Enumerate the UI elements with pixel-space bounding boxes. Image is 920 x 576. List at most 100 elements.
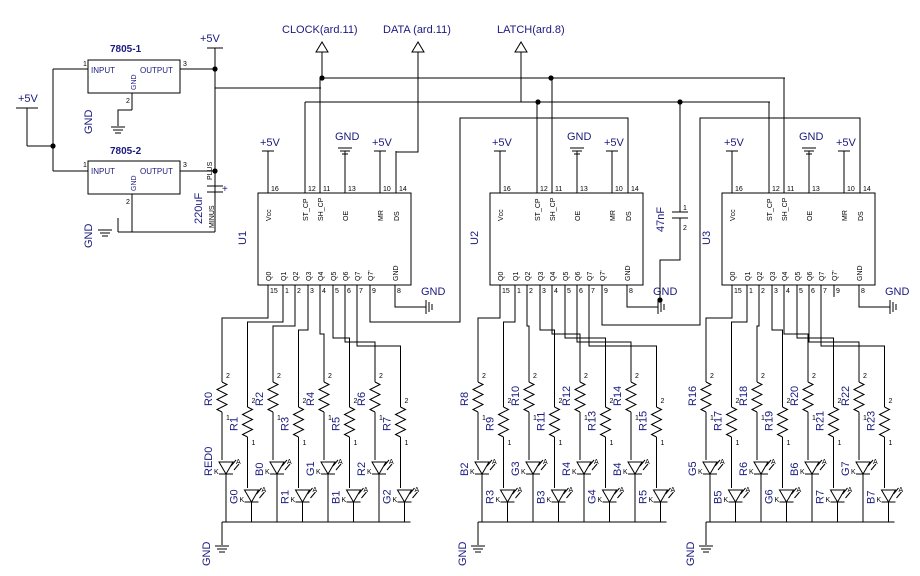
ic-u3-pin-num: 5	[799, 288, 803, 295]
ic-u1-pin-label: Q7'	[368, 270, 375, 281]
ic-u3-pin-label: Vcc	[730, 209, 737, 221]
ic-u2-vcc-label: +5V	[492, 137, 513, 149]
bank-1-resistor-r5	[343, 406, 356, 438]
bank-3-led-5-pin-k: K	[826, 497, 831, 504]
ic-u2-pin-label: Q5	[563, 272, 570, 281]
bank-1-led-6-label: R2	[356, 462, 368, 476]
bank-1-led-2	[269, 461, 285, 475]
ic-u2-pin-label: Q3	[538, 272, 545, 281]
ic-u1-pin-label: Vcc	[266, 209, 273, 221]
data-port-arrow	[411, 41, 425, 53]
ic-u1-pin-num: 16	[271, 186, 279, 193]
bank-1-led-4	[320, 461, 336, 475]
bank-2-led-4-ray	[588, 459, 595, 467]
ic-u3-pin-num: 6	[811, 288, 815, 295]
bank-1-led-1-ray	[256, 487, 262, 495]
bank-3-resistor-r20-pin2: 2	[812, 373, 816, 380]
bulk-cap-plus: PLUS	[207, 161, 214, 180]
bank-3-resistor-r23-pin1: 1	[889, 440, 893, 447]
ic-u1-pin-label: Q5	[331, 272, 338, 281]
bank-1-route-4	[319, 297, 325, 372]
bank-3-led-3-label: G6	[764, 489, 776, 504]
bank-2-led-7	[652, 489, 669, 503]
bank-1-led-4-pin-k: K	[316, 469, 321, 476]
bank-2-resistor-r13	[599, 406, 612, 438]
ic-u1-pin-label: Q3	[306, 272, 313, 281]
bank-1-route-7	[356, 297, 401, 397]
regulator-2-output-label: OUTPUT	[140, 167, 173, 176]
ic-u3-pin-label: Q1	[745, 272, 752, 281]
bank-1-led-0-pin-a: A	[236, 459, 241, 466]
bank-1-led-7-ray	[412, 491, 418, 499]
ic-u3-pin-label: Q3	[770, 272, 777, 281]
ic-u3-pin-label: Q4	[782, 272, 789, 281]
ic-u1-pin-label: Q4	[318, 272, 325, 281]
ic-u3-body	[721, 192, 876, 286]
bank-2-resistor-r11-pin2: 2	[559, 398, 563, 405]
bank-3-resistor-r16-pin1: 1	[710, 415, 714, 422]
bank-2-led-6-ray	[642, 463, 649, 471]
ic-u3-pin-num: 8	[861, 288, 865, 295]
bank-3-resistor-r22-pin1: 1	[863, 415, 867, 422]
clock-port-arrow	[315, 41, 329, 53]
bank-3-led-2-ray	[768, 463, 775, 471]
ic-u3-pin-label: Q7'	[832, 270, 839, 281]
bank-2-resistor-r12-pin1: 1	[584, 415, 588, 422]
bank-3-led-0-pin-k: K	[698, 469, 703, 476]
ic-u1-pin-num: 3	[310, 288, 314, 295]
bank-2-resistor-r14	[624, 381, 638, 413]
bank-2-resistor-r15	[650, 406, 663, 438]
ic-u1-pin-label: Q7	[355, 272, 362, 281]
vcc-label-input: +5V	[18, 93, 39, 105]
bank-3-led-7-pin-a: A	[899, 487, 904, 494]
ic-u2-pin-num: 8	[629, 288, 633, 295]
bank-3-led-2-pin-a: A	[771, 459, 776, 466]
bank-3-route-1	[731, 297, 748, 397]
ic-u1-vcc-label: +5V	[260, 137, 281, 149]
ic-u2-pin-label: Q1	[513, 272, 520, 281]
bank-2-led-7-ray	[668, 491, 674, 499]
bank-2-resistor-r10-pin1: 1	[533, 415, 537, 422]
ic-u1-pin-num: 1	[285, 288, 289, 295]
bank-2-led-0-pin-k: K	[470, 469, 475, 476]
bank-1-resistor-r1-pin1: 1	[252, 440, 256, 447]
bank-2-resistor-r13-pin2: 2	[610, 398, 614, 405]
ic-u1-body	[257, 192, 412, 286]
ic-u2-pin-label: Q6	[575, 272, 582, 281]
bank-3-led-2-pin-k: K	[749, 469, 754, 476]
bank-1-led-1-label: G0	[229, 489, 241, 504]
bank-3-led-1-ray	[740, 487, 746, 495]
bank-1-led-7-ray	[409, 487, 415, 495]
ic-u2-pin-num: 12	[540, 186, 548, 193]
bank-2-led-2-ray	[540, 463, 547, 471]
ic-u1-pin-label: Q6	[343, 272, 350, 281]
bank-1-resistor-r7	[394, 406, 407, 438]
ic-u2-gnd-label: GND	[653, 286, 678, 298]
bank-1-led-2-label: B0	[254, 463, 266, 476]
ic-u3-pin-num: 2	[761, 288, 765, 295]
ic-u1-oe-gnd-label: GND	[335, 131, 360, 143]
bank-1-resistor-r0-label: R0	[203, 392, 215, 406]
bank-3-led-1-ray	[743, 491, 749, 499]
bank-3-resistor-r19-label: R19	[764, 411, 776, 431]
bank-2-route-5	[564, 297, 606, 397]
regulator-1-pin2: 2	[126, 98, 130, 105]
bank-1-led-1	[243, 489, 260, 503]
bank-3-led-7-label: B7	[866, 491, 878, 504]
ic-u1-pin-num: 8	[397, 288, 401, 295]
bank-3-led-4-ray	[816, 459, 823, 467]
ic-u2-mr-vcc-label: +5V	[604, 137, 625, 149]
ic-u3-pin-num: 12	[772, 186, 780, 193]
regulator-1-body	[87, 59, 181, 94]
bank-1-resistor-r3-pin1: 1	[303, 440, 307, 447]
bank-3-led-6-pin-a: A	[873, 459, 878, 466]
bank-1-led-2-pin-a: A	[287, 459, 292, 466]
junction-dot	[548, 75, 554, 81]
ic-u2-pin-num: 13	[580, 186, 588, 193]
ic-u1-name: U1	[237, 231, 249, 245]
bank-3-led-2	[753, 461, 769, 475]
bank-2-route-3	[539, 297, 555, 397]
bank-2-led-0-pin-a: A	[492, 459, 497, 466]
ic-u3-oe-gnd-label: GND	[799, 131, 824, 143]
bank-2-resistor-r8-pin2: 2	[482, 373, 486, 380]
